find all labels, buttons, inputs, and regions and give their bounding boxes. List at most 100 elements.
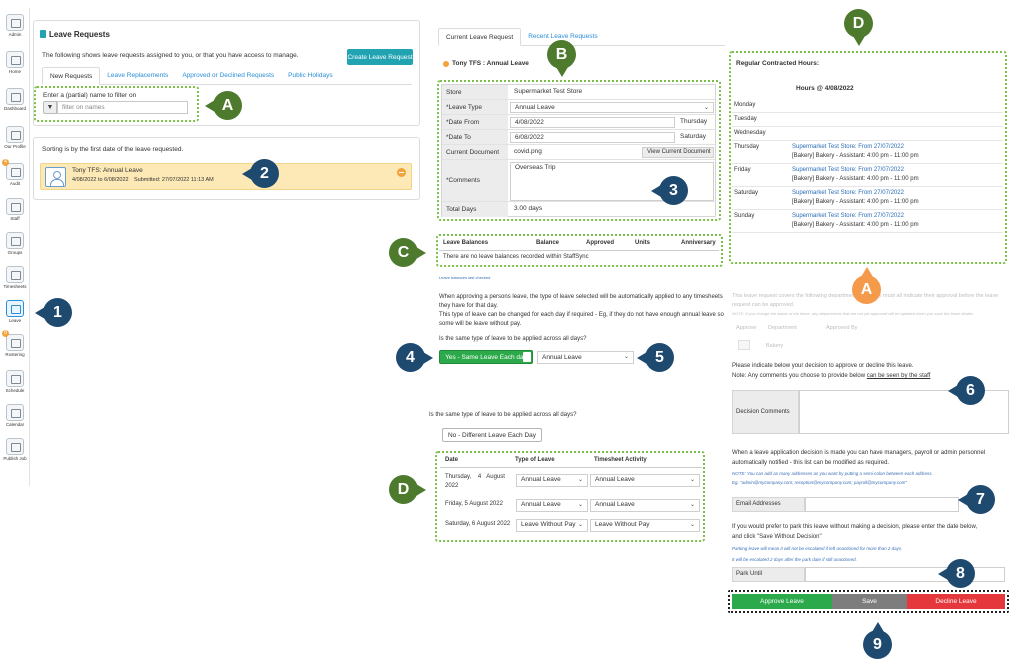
decision-note: Note: Any comments you choose to provide… [732,373,866,379]
toggle-knob [523,352,531,362]
leave-request-card[interactable]: Tony TFS: Annual Leave 4/08/2022 to 6/08… [40,163,412,190]
day-1-type-select[interactable]: Annual Leave⌄ [516,474,588,487]
email-addresses-input[interactable] [805,497,959,512]
decline-leave-button[interactable]: Decline Leave [907,594,1005,609]
date-from-input[interactable]: 4/08/2022 [510,117,675,128]
hours-day: Thursday [734,144,760,150]
hours-store-link[interactable]: Supermarket Test Store: From 27/07/2022 [792,213,904,219]
approval-faded-3: NOTE: If you change the status of the le… [732,311,974,316]
leave-requests-intro: The following shows leave requests assig… [42,52,299,59]
view-current-document-button[interactable]: View Current Document [642,147,714,158]
calendar-icon [6,404,24,421]
tab-current-leave-request[interactable]: Current Leave Request [438,28,522,46]
hours-shift: [Bakery] Bakery - Assistant: 4:00 pm - 1… [792,222,919,228]
hours-date-heading: Hours @ 4/08/2022 [796,85,854,92]
nav-item-admin[interactable]: Admin [0,14,29,37]
decision-button-bar: Approve Leave Save Decline Leave [732,594,1005,609]
day-2-type-value: Annual Leave [521,501,561,508]
request-dates: 4/08/2022 to 6/08/2022 [72,177,129,183]
explain-line-1: When approving a persons leave, the type… [439,294,723,300]
day-3-activity-value: Leave Without Pay [595,521,650,528]
nav-label: Publish Job [3,456,27,461]
leave-requests-title: Leave Requests [49,30,110,39]
tab-leave-replacements[interactable]: Leave Replacements [107,72,169,79]
nav-item-dashboard[interactable]: Dashboard [0,88,29,111]
day-1-month: August [486,474,505,480]
approve-leave-button[interactable]: Approve Leave [732,594,832,609]
decision-buttons-highlight [728,590,1009,613]
leave-requests-icon [40,30,46,38]
hours-row: Thursday Supermarket Test Store: From 27/… [732,141,1003,164]
day-row-2-date: Friday, 5 August 2022 [445,501,503,507]
tab-public-holidays[interactable]: Public Holidays [288,72,333,79]
hours-store-link[interactable]: Supermarket Test Store: From 27/07/2022 [792,167,904,173]
day-1-activity-select[interactable]: Annual Leave⌄ [590,474,700,487]
same-leave-toggle[interactable]: Yes - Same Leave Each day [439,350,533,364]
nav-item-publish-job[interactable]: Publish Job [0,438,29,461]
day-2-type-select[interactable]: Annual Leave⌄ [516,499,588,512]
date-to-input[interactable]: 6/08/2022 [510,132,675,143]
nav-item-calendar[interactable]: Calendar [0,404,29,427]
gear-icon [6,14,24,31]
hours-store-link[interactable]: Supermarket Test Store: From 27/07/2022 [792,190,904,196]
detail-tabs: Current Leave Request Recent Leave Reque… [438,28,725,46]
nav-item-home[interactable]: Home [0,51,29,74]
nav-item-our-profile[interactable]: Our Profile [0,126,29,149]
explain-line-4: some will be leave without pay. [439,321,522,327]
hours-row: Wednesday [732,127,1003,141]
day-3-activity-select[interactable]: Leave Without Pay⌄ [590,519,700,532]
decision-line-1: Please indicate below your decision to a… [732,363,914,369]
park-until-input[interactable] [805,567,1005,582]
hours-row: Monday [732,99,1003,113]
dashboard-icon [6,88,24,105]
day-1-dow: Thursday, [445,474,472,480]
hours-store-link[interactable]: Supermarket Test Store: From 27/07/2022 [792,144,904,150]
nav-item-groups[interactable]: Groups [0,232,29,255]
nav-item-leave[interactable]: Leave [0,300,29,323]
hours-day: Tuesday [734,116,757,122]
tab-new-requests[interactable]: New Requests [42,67,101,85]
callout-5: 5 [637,343,674,372]
nav-item-staff[interactable]: Staff [0,198,29,221]
nav-item-timesheets[interactable]: Timesheets [0,266,29,289]
approve-checkbox[interactable] [738,340,750,350]
leave-type-select[interactable]: Annual Leave⌄ [510,102,714,113]
tab-recent-leave-requests[interactable]: Recent Leave Requests [528,33,598,40]
decision-comments-label: Decision Comments [736,409,790,415]
request-submitted: Submitted: 27/07/2022 11:13 AM [134,177,214,183]
chevron-down-icon: ⌄ [577,522,583,528]
notify-line-2: automatically notified - this list can b… [732,460,890,466]
col-approved-by: Approved By [826,325,858,331]
hours-day: Sunday [734,213,755,219]
save-button[interactable]: Save [832,594,907,609]
collapse-icon[interactable] [397,168,406,177]
current-document-label: Current Document [442,145,508,159]
callout-9: 9 [863,622,892,659]
explain-line-3: This type of leave can be changed for ea… [439,312,724,318]
per-day-highlight [435,451,705,542]
day-1-type-value: Annual Leave [521,476,561,483]
nav-badge: 4 [2,159,9,166]
day-3-type-value: Leave Without Pay [521,521,576,528]
create-leave-request-button[interactable]: Create Leave Request [347,49,413,65]
tab-approved-declined[interactable]: Approved or Declined Requests [182,72,275,79]
different-leave-button[interactable]: No - Different Leave Each Day [442,428,542,442]
same-leave-select[interactable]: Annual Leave⌄ [537,351,634,364]
filter-label: Enter a (partial) name to filter on [43,92,137,99]
total-days-value: 3.00 days [510,204,714,215]
nav-label: Rostering [5,352,25,357]
nav-item-schedule[interactable]: Schedule [0,370,29,393]
day-3-type-select[interactable]: Leave Without Pay⌄ [516,519,588,532]
notify-note-1: NOTE: You can add as many addresses as y… [732,471,933,476]
day-row-1-year: 2022 [445,483,459,489]
filter-input[interactable]: filter on names [57,101,188,114]
callout-d-bottom: D [389,475,426,504]
day-2-activity-select[interactable]: Annual Leave⌄ [590,499,700,512]
nav-label: Admin [8,32,22,37]
timesheets-icon [6,266,24,283]
filter-icon[interactable]: ▼ [43,101,57,114]
day-1-num: 4 [477,474,482,480]
